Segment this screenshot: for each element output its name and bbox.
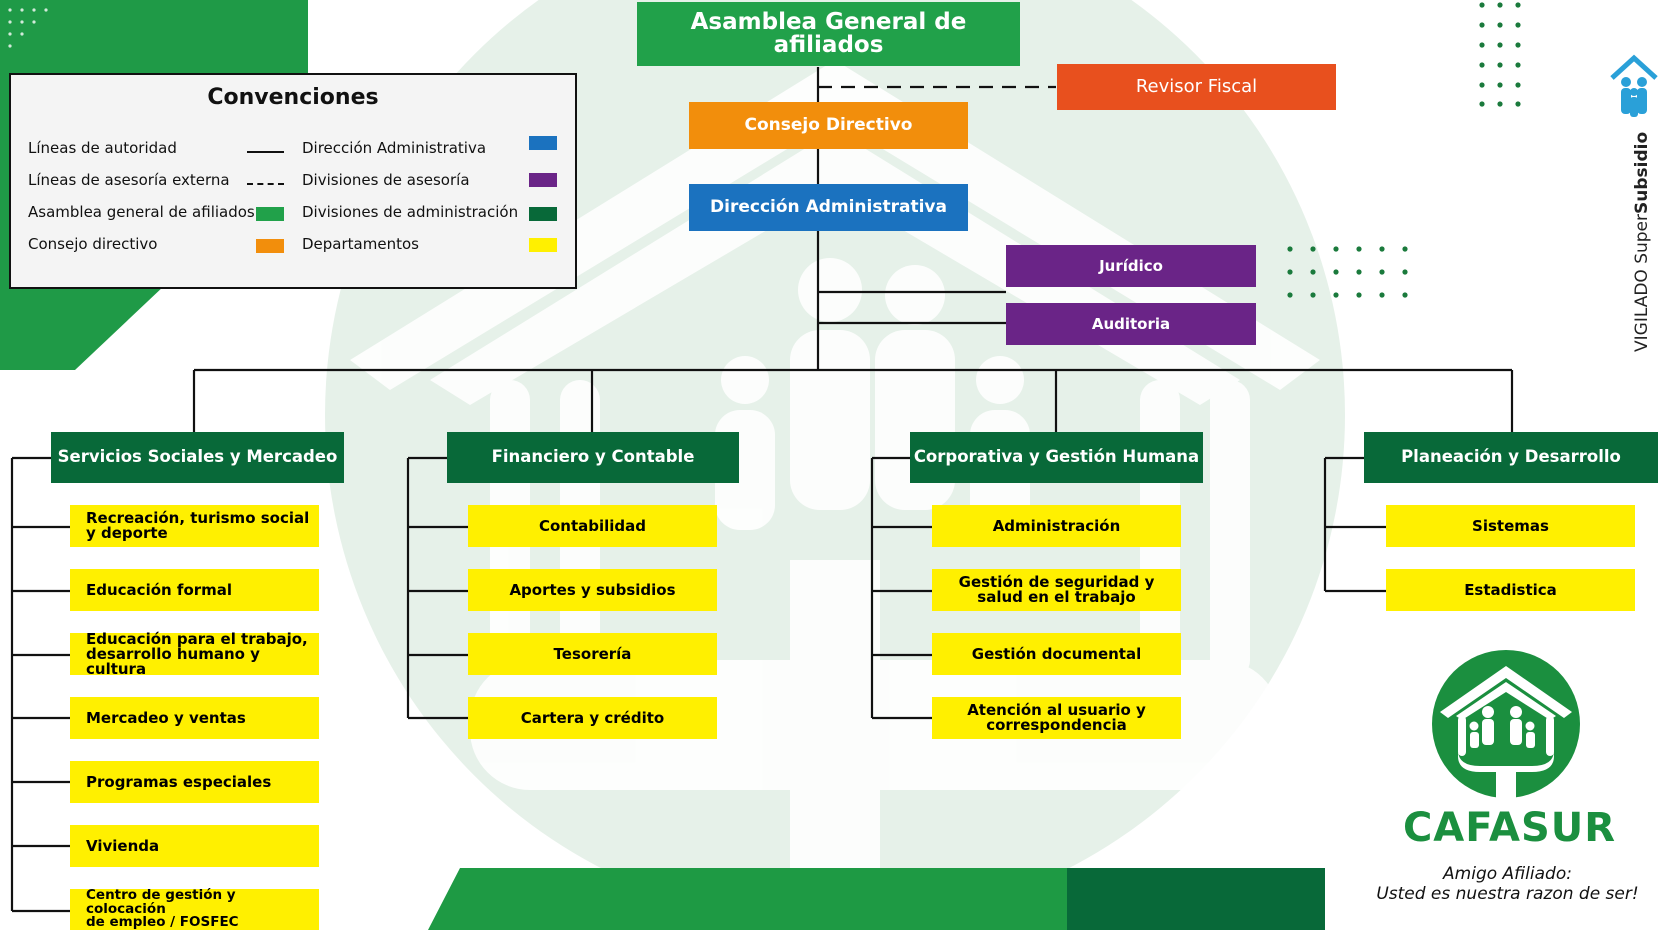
- supervisor-prefix: VIGILADO: [1632, 263, 1652, 352]
- dept-safety-health-line2: salud en el trabajo: [977, 588, 1136, 606]
- dept-administration: Administración: [932, 505, 1181, 547]
- slogan-line2: Usted es nuestra razon de ser!: [1376, 884, 1639, 904]
- dept-marketing-sales: Mercadeo y ventas: [70, 697, 319, 739]
- dept-statistics: Estadistica: [1386, 569, 1635, 611]
- legend-title: Convenciones: [207, 85, 379, 110]
- brand-name: CAFASUR: [1402, 805, 1617, 851]
- legend-swatch-purple: [529, 173, 557, 187]
- legend-swatch-yellow: [529, 238, 557, 252]
- dept-housing: Vivienda: [70, 825, 319, 867]
- legend-label-advisory-lines: Líneas de asesoría externa: [28, 171, 230, 189]
- dept-systems-label: Sistemas: [1472, 516, 1549, 535]
- dept-portfolio-credit-label: Cartera y crédito: [520, 708, 665, 727]
- dept-housing-label: Vivienda: [86, 836, 160, 855]
- dept-treasury-label: Tesorería: [553, 644, 632, 663]
- legend-dashed-line: [247, 183, 284, 185]
- dept-accounting-label: Contabilidad: [538, 516, 647, 535]
- legend-label-authority-lines: Líneas de autoridad: [28, 139, 177, 157]
- dept-systems: Sistemas: [1386, 505, 1635, 547]
- legend-swatch-green: [256, 207, 284, 221]
- legend-swatch-blue: [529, 136, 557, 150]
- supervisor-name-light: Super: [1632, 213, 1652, 264]
- dept-accounting: Contabilidad: [468, 505, 717, 547]
- dept-treasury: Tesorería: [468, 633, 717, 675]
- dept-safety-health-line1: Gestión de seguridad y: [958, 573, 1155, 591]
- dept-formal-education-label: Educación formal: [86, 580, 233, 599]
- dept-employment-center-line2: de empleo / FOSFEC: [86, 914, 239, 930]
- legend-panel: Convenciones Líneas de autoridad Líneas …: [9, 73, 577, 289]
- dept-statistics-label: Estadistica: [1464, 580, 1557, 599]
- legend-label-advisory: Divisiones de asesoría: [302, 171, 470, 189]
- dept-contributions-label: Aportes y subsidios: [509, 580, 676, 599]
- fiscal-reviewer-box: Revisor Fiscal: [1057, 64, 1336, 110]
- dept-recreation-line2: y deporte: [86, 524, 168, 542]
- dept-employment-center-line1: Centro de gestión y colocación: [86, 887, 236, 917]
- legend-label-direction: Dirección Administrativa: [302, 139, 487, 157]
- legend-label-departments: Departamentos: [302, 235, 419, 253]
- dept-contributions: Aportes y subsidios: [468, 569, 717, 611]
- board-box: Consejo Directivo: [689, 102, 968, 149]
- direction-box: Dirección Administrativa: [689, 184, 968, 231]
- dept-document-management-label: Gestión documental: [971, 644, 1142, 663]
- assembly-box: Asamblea General de afiliados: [637, 2, 1020, 66]
- dept-special-programs: Programas especiales: [70, 761, 319, 803]
- division-planning: Planeación y Desarrollo: [1364, 432, 1658, 483]
- dept-formal-education: Educación formal: [70, 569, 319, 611]
- legal-box: Jurídico: [1006, 245, 1256, 287]
- supervisor-name-bold: Subsidio: [1632, 131, 1652, 214]
- dept-work-education: Educación para el trabajo,desarrollo hum…: [70, 629, 319, 678]
- division-social-services: Servicios Sociales y Mercadeo: [51, 432, 344, 483]
- dept-portfolio-credit: Cartera y crédito: [468, 697, 717, 739]
- dept-special-programs-label: Programas especiales: [86, 772, 272, 791]
- dept-recreation-line1: Recreación, turismo social: [86, 509, 310, 527]
- legend-label-board: Consejo directivo: [28, 235, 158, 253]
- legend-label-assembly: Asamblea general de afiliados: [28, 203, 255, 221]
- dept-customer-service-line2: correspondencia: [986, 716, 1127, 734]
- dept-work-education-line1: Educación para el trabajo,: [86, 629, 308, 648]
- division-corporate-hr: Corporativa y Gestión Humana: [910, 432, 1203, 483]
- dept-work-education-line2: desarrollo humano y cultura: [86, 644, 260, 678]
- legend-swatch-orange: [256, 239, 284, 253]
- legend-swatch-dark-green: [529, 207, 557, 221]
- supervisor-mark: VIGILADO SuperSubsidio: [1632, 120, 1652, 352]
- audit-box: Auditoria: [1006, 303, 1256, 345]
- dept-document-management: Gestión documental: [932, 633, 1181, 675]
- people-roof-icon: [1610, 54, 1658, 117]
- legend-solid-line: [247, 151, 284, 153]
- slogan-line1: Amigo Afiliado:: [1443, 864, 1572, 884]
- dept-administration-label: Administración: [992, 516, 1121, 535]
- division-finance: Financiero y Contable: [447, 432, 739, 483]
- house-family-hands-icon: [1432, 650, 1580, 798]
- dept-customer-service-line1: Atención al usuario y: [967, 701, 1146, 719]
- legend-label-admin-divisions: Divisiones de administración: [302, 203, 519, 221]
- dept-marketing-sales-label: Mercadeo y ventas: [86, 708, 246, 727]
